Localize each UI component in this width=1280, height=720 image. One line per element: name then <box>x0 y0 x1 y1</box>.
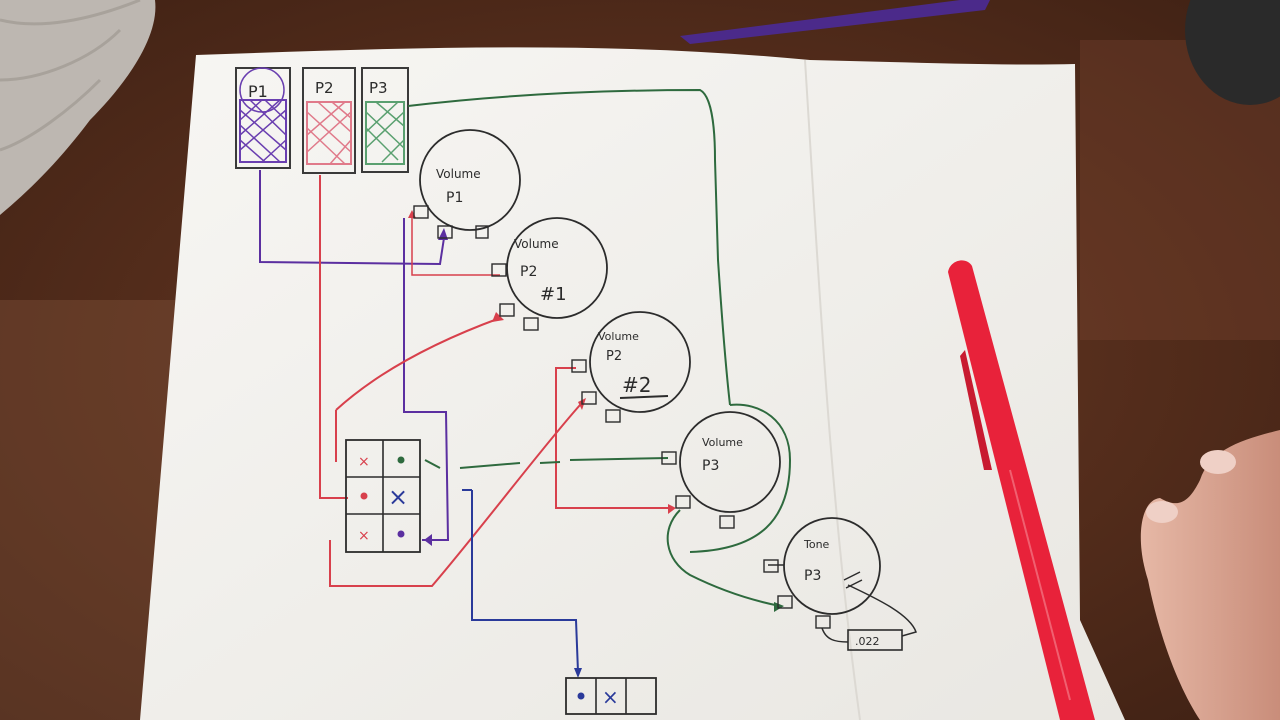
wire-red <box>411 216 500 276</box>
svg-text:×: × <box>388 483 408 511</box>
purple-pen <box>680 0 990 44</box>
pot-label: Volume <box>436 167 481 181</box>
pot-label: P1 <box>446 190 463 206</box>
pot-label: P3 <box>804 568 821 584</box>
pot-tone-p3: Tone P3 <box>763 517 881 629</box>
capacitor: .022 <box>847 629 903 651</box>
pot-label: P2 <box>606 349 622 364</box>
switch-grid: × × × <box>345 439 421 553</box>
pickup-p1-label: P1 <box>248 82 268 101</box>
pickup-p1: P1 <box>235 67 291 169</box>
dark-object <box>1185 0 1280 105</box>
pot-volume-p2-1: Volume P2 #1 <box>491 217 608 331</box>
pot-label: Volume <box>702 436 743 449</box>
lace-cloth <box>0 0 156 215</box>
wire-red <box>335 317 501 462</box>
wire-purple <box>259 170 445 266</box>
pickup-p2: P2 <box>302 67 356 174</box>
pot-label: #1 <box>540 284 567 305</box>
wire-blue <box>471 490 579 673</box>
pot-label: Volume <box>598 330 639 343</box>
red-pen <box>948 260 1095 720</box>
hand <box>1140 430 1280 720</box>
svg-text:×: × <box>358 528 370 544</box>
svg-text:×: × <box>602 685 619 709</box>
wire-green <box>459 457 669 469</box>
pot-volume-p2-2: Volume P2 #2 <box>571 311 691 423</box>
pot-label: P3 <box>702 458 719 474</box>
pot-label: Volume <box>514 237 559 251</box>
wire-red <box>319 175 348 499</box>
wire-green <box>407 88 731 406</box>
wire-red <box>329 404 581 587</box>
wiring <box>259 88 917 673</box>
pot-label: #2 <box>622 373 651 397</box>
pickup-p2-label: P2 <box>315 79 334 97</box>
wire-green <box>666 509 781 607</box>
pot-label: P2 <box>520 264 537 280</box>
pickup-p3: P3 <box>361 67 409 173</box>
wire-red <box>555 367 668 509</box>
wire-purple <box>403 218 450 541</box>
wire-green <box>689 403 792 553</box>
pickup-p3-label: P3 <box>369 79 388 97</box>
pot-volume-p3: Volume P3 <box>661 411 781 529</box>
pot-volume-p1: Volume P1 <box>413 129 521 239</box>
output-jack: × <box>565 677 657 715</box>
pot-label: Tone <box>803 538 830 551</box>
svg-text:×: × <box>358 454 370 470</box>
capacitor-label: .022 <box>855 635 880 648</box>
